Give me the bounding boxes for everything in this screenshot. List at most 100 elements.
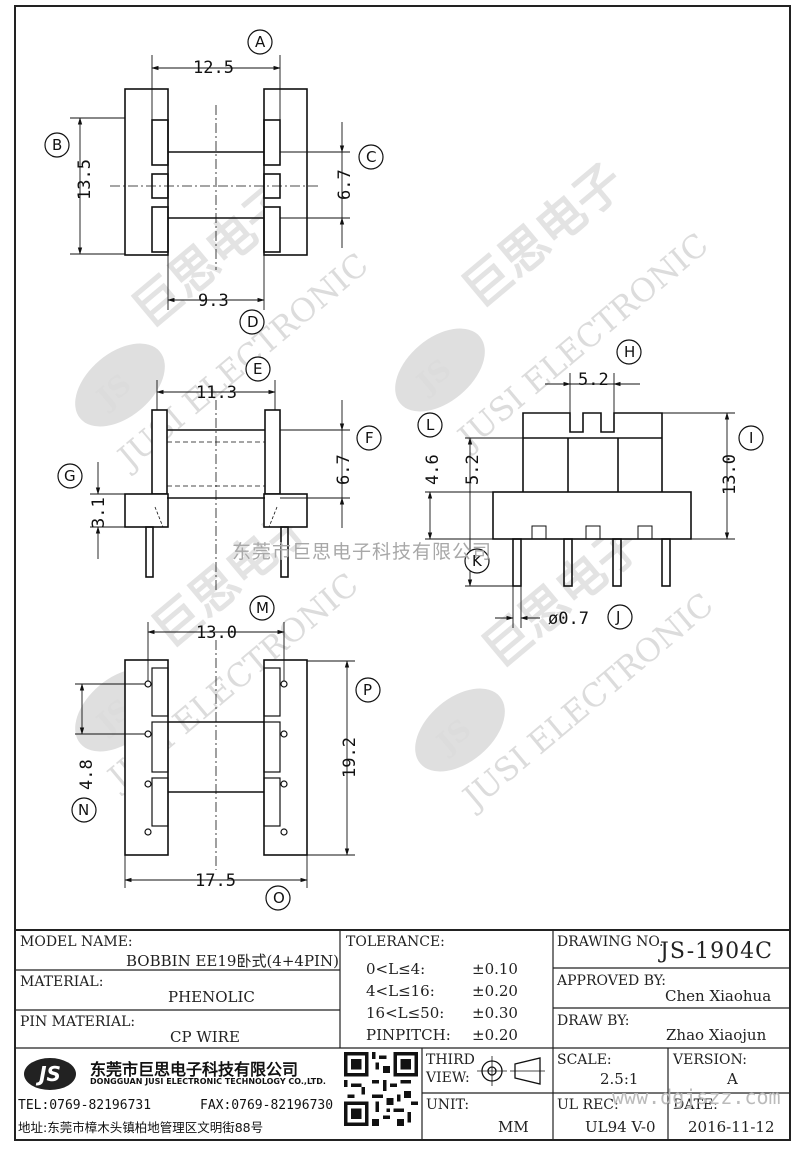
callout-letters: A B C D E F G H I L K J M P N O [52,33,753,907]
dim-m: 13.0 [196,623,237,643]
third-view-label-1: THIRD [426,1052,475,1068]
callout-c: C [366,148,376,166]
callout-n: N [78,801,89,819]
dim-b: 13.5 [75,159,95,200]
version-label: VERSION: [673,1052,747,1068]
qr-code[interactable] [344,1052,418,1126]
slot [151,119,169,166]
ul-rec-label: UL REC: [557,1097,619,1113]
dim-e: 11.3 [196,383,237,403]
view-bottom-dims [75,622,355,888]
draw-by-value: Zhao Xiaojun [666,1026,767,1044]
tolerance-range-1: 4<L≤16: [366,982,435,1000]
company-fax: FAX:0769-82196730 [200,1098,334,1113]
third-view-label-2: VIEW: [426,1070,470,1086]
approved-by-value: Chen Xiaohua [665,987,772,1005]
model-name-label: MODEL NAME: [20,934,133,950]
dim-n: 4.8 [77,759,97,790]
bobbin-body [522,412,663,492]
drawing-no-label: DRAWING NO. [557,934,664,950]
company-name-cn: 东莞市巨思电子科技有限公司 [90,1060,299,1079]
dim-p: 19.2 [340,737,360,778]
approved-by-label: APPROVED BY: [557,973,666,989]
dim-d: 9.3 [198,291,229,311]
tolerance-value-1: ±0.20 [472,982,518,1000]
material-label: MATERIAL: [20,974,104,990]
date-label: DATE: [673,1097,718,1113]
view-front-dims [90,380,350,559]
company-name-en: DONGGUAN JUSI ELECTRONIC TECHNOLOGY CO.,… [90,1077,326,1086]
tolerance-value-3: ±0.20 [472,1026,518,1044]
pin [612,538,622,587]
flange-top-left [151,409,168,495]
callout-j: J [615,608,620,626]
company-logo: JS [24,1058,76,1090]
watermark-brand-cn: 巨思电子 [452,153,635,319]
flange-left [124,88,169,256]
tolerance-value-2: ±0.30 [472,1004,518,1022]
company-tel: TEL:0769-82196731 [18,1098,152,1113]
callout-k: K [472,552,483,570]
tolerance-label: TOLERANCE: [346,934,445,950]
draw-by-label: DRAW BY: [557,1013,630,1029]
dim-h: 5.2 [578,370,609,390]
tolerance-value-0: ±0.10 [472,960,518,978]
view-bottom [124,640,308,870]
pin-holes [144,680,288,836]
scale-value: 2.5:1 [600,1070,639,1088]
model-name-value: BOBBIN EE19卧式(4+4PIN) [126,952,339,970]
dim-l2: 5.2 [463,454,483,485]
title-block-grid [15,929,790,1140]
material-value: PHENOLIC [168,988,255,1006]
watermark-logo [415,688,505,772]
slot [151,206,169,253]
drawing-frame [14,5,791,1141]
third-angle-symbol [477,1056,545,1086]
pin-material-label: PIN MATERIAL: [20,1014,136,1030]
callout-m: M [256,599,269,617]
tolerance-range-0: 0<L≤4: [366,960,426,978]
dim-o: 17.5 [195,871,236,891]
callouts [44,29,764,911]
flange-right [263,88,308,256]
pin [661,538,671,587]
date-value: 2016-11-12 [688,1118,775,1136]
callout-d: D [247,313,259,331]
view-top [110,88,320,270]
watermark-logo [75,343,165,427]
dim-a: 12.5 [193,58,234,78]
tolerance-range-3: PINPITCH: [366,1026,451,1044]
slot [263,206,281,253]
base [492,491,692,540]
flange-right [263,659,308,856]
drawing-no-value: JS-1904C [660,939,773,964]
dim-j: ø0.7 [548,609,589,629]
callout-f: F [365,429,374,447]
company-address: 地址:东莞市樟木头镇柏地管理区文明街88号 [18,1120,264,1135]
pin [512,538,522,587]
tolerance-range-2: 16<L≤50: [366,1004,445,1022]
callout-b: B [52,136,62,154]
flange-top-right [264,409,281,495]
dim-i: 13.0 [720,454,740,495]
dim-c: 6.7 [335,169,355,200]
unit-value: MM [498,1118,529,1136]
watermark-site: www.dgjszz.com [612,1085,781,1109]
view-top-dims [70,55,350,310]
pin-material-value: CP WIRE [170,1028,240,1046]
slot [263,119,281,166]
view-front [124,400,308,590]
callout-l: L [426,416,435,434]
pin [145,526,154,578]
callout-e: E [253,360,262,378]
version-value: A [727,1070,738,1088]
callout-p: P [363,681,372,699]
callout-i: I [749,429,753,447]
watermark-logo [395,328,485,412]
base-right [263,493,308,528]
view-side [492,412,692,587]
dim-g: 3.1 [89,497,109,528]
scale-label: SCALE: [557,1052,612,1068]
callout-o: O [273,889,285,907]
